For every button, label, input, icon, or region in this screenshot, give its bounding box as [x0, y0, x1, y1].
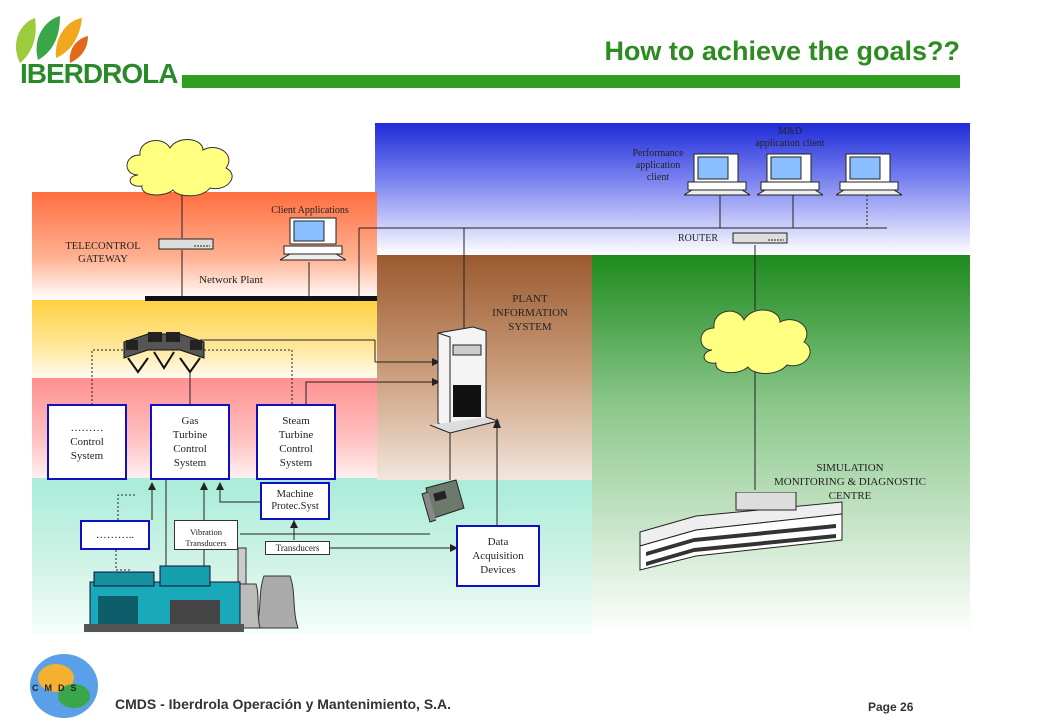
machine-protection-label: Machine Protec.Syst [271, 489, 319, 512]
simulation-centre-label: SIMULATION MONITORING & DIAGNOSTIC CENTR… [774, 462, 926, 502]
control-system-box: ……… Control System [47, 404, 127, 480]
router-icon [732, 232, 788, 244]
cloud-icon [126, 139, 233, 197]
ellipsis-box: ……….. [80, 520, 150, 550]
machine-protection-box: Machine Protec.Syst [260, 482, 330, 520]
data-acquisition-box: Data Acquisition Devices [456, 525, 540, 587]
performance-client-label: Performance application client [632, 148, 684, 183]
building-icon [639, 492, 843, 571]
control-room-zone [32, 300, 377, 378]
vibration-transducers-box: Vibration Transducers [174, 520, 238, 550]
cmds-badge-icon [30, 654, 98, 718]
iberdrola-logo [10, 8, 180, 98]
computer-icon [280, 217, 346, 261]
footer-company: CMDS - Iberdrola Operación y Mantenimien… [115, 696, 452, 712]
power-plant-icon [84, 547, 299, 632]
server-icon [429, 326, 500, 434]
simulation-zone [592, 255, 970, 634]
data-acquisition-label: Data Acquisition Devices [472, 536, 524, 576]
telecontrol-gateway-label: TELECONTROL GATEWAY [65, 241, 141, 265]
steam-turbine-label: Steam Turbine Control System [278, 415, 314, 469]
computer-icon [684, 153, 750, 196]
acquisition-card-icon [421, 479, 465, 523]
cmds-letters: CMDS [32, 683, 83, 693]
control-desk-icon [123, 332, 205, 374]
logo-text: IBERDROLA [20, 58, 178, 89]
md-client-label: M&D application client [755, 126, 825, 149]
gas-turbine-control-box: Gas Turbine Control System [150, 404, 230, 480]
computer-icon [836, 153, 902, 196]
computer-icon [757, 153, 823, 196]
gas-turbine-label: Gas Turbine Control System [172, 415, 208, 469]
transducers-box: Transducers [265, 541, 330, 555]
control-system-label: ……… Control System [70, 422, 104, 462]
page-title: How to achieve the goals?? [604, 36, 960, 66]
plant-information-system-label: PLANT INFORMATION SYSTEM [492, 293, 568, 333]
title-underline-bar [182, 75, 960, 88]
steam-turbine-control-box: Steam Turbine Control System [256, 404, 336, 480]
page-number: Page 26 [868, 700, 914, 714]
client-applications-label: Client Applications [271, 205, 349, 216]
router-label: ROUTER [678, 233, 718, 244]
gateway-device-icon [158, 238, 214, 250]
logo-leaves-icon [15, 16, 88, 63]
network-plant-label: Network Plant [199, 274, 263, 286]
cloud-icon [700, 309, 811, 374]
ellipsis-label: ……….. [95, 529, 135, 541]
